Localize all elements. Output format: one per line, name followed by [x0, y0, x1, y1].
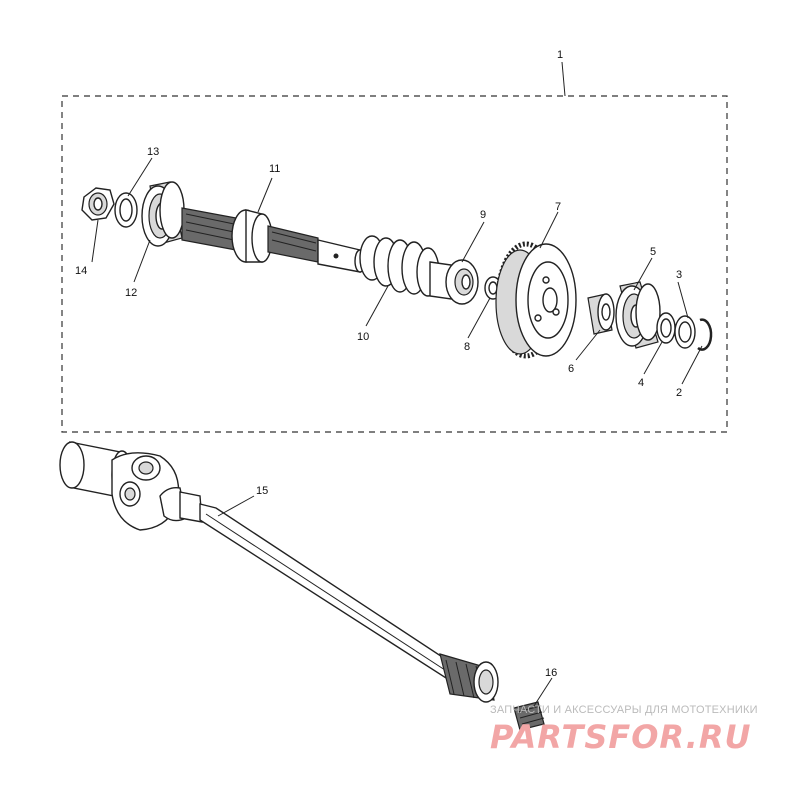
part-13-washer: [114, 192, 138, 228]
part-9-cam-sleeve: [429, 259, 479, 305]
callout-3: 3: [676, 269, 682, 281]
callout-6: 6: [568, 363, 574, 375]
callout-7: 7: [555, 201, 561, 213]
part-3-washer: [674, 315, 696, 349]
callout-15: 15: [256, 485, 268, 497]
callout-5: 5: [650, 246, 656, 258]
callout-16: 16: [545, 667, 557, 679]
callout-2: 2: [676, 387, 682, 399]
part-16-grub-screw: [513, 701, 545, 731]
callout-14: 14: [75, 265, 87, 277]
callout-12: 12: [125, 287, 137, 299]
callout-11: 11: [269, 163, 280, 175]
watermark: ЗАПЧАСТИ И АКСЕССУАРЫ ДЛЯ МОТОТЕХНИКИ PA…: [490, 702, 790, 762]
watermark-logo: PARTSFOR.RU: [490, 718, 752, 756]
part-15-drive-shaft: [59, 441, 499, 703]
callout-10: 10: [357, 331, 369, 343]
callout-4: 4: [638, 377, 644, 389]
part-11-splined-shaft: [181, 207, 366, 273]
part-5-bearing: [615, 281, 661, 349]
callout-8: 8: [464, 341, 470, 353]
part-14-nut: [81, 187, 115, 221]
watermark-tagline: ЗАПЧАСТИ И АКСЕССУАРЫ ДЛЯ МОТОТЕХНИКИ: [490, 704, 758, 716]
part-2-circlip: [697, 318, 713, 351]
callout-9: 9: [480, 209, 486, 221]
part-7-gear: [495, 241, 577, 359]
leader-lines: [91, 157, 703, 707]
callout-1: 1: [557, 49, 563, 61]
callout-13: 13: [147, 146, 159, 158]
part-4-washer: [656, 312, 676, 344]
part-12-bearing: [141, 181, 185, 247]
part-6-collar: [587, 293, 615, 335]
assembly-boundary: [61, 95, 728, 433]
part-10-spring: [359, 235, 440, 297]
